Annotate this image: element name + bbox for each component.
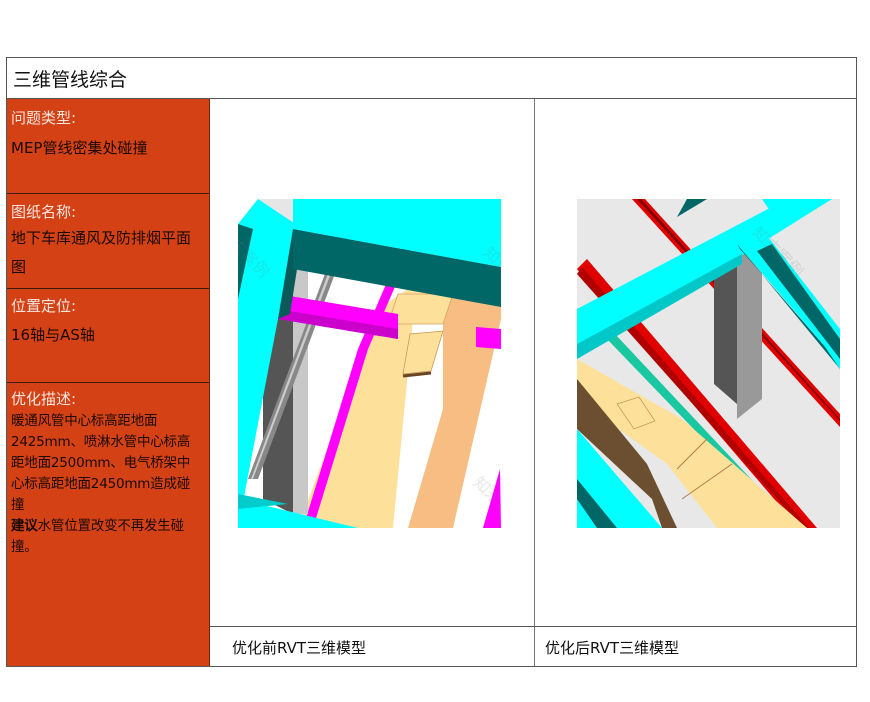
info-panel: 问题类型: MEP管线密集处碰撞 图纸名称: 地下车库通风及防排烟平面图 位置定… <box>7 99 210 666</box>
desc-line: 心标高距地面2450mm造成碰 <box>11 476 191 492</box>
before-model-render <box>238 199 501 528</box>
suggestion-keyword: 建议 <box>11 518 38 534</box>
after-model-render <box>577 199 840 528</box>
table-title: 三维管线综合 <box>13 69 128 91</box>
drawing-name-line1: 地下车库通风及防排烟平面 <box>11 229 192 247</box>
problem-type-value: MEP管线密集处碰撞 <box>11 139 148 157</box>
before-caption: 优化前RVT三维模型 <box>232 639 367 657</box>
location-label: 位置定位: <box>11 297 77 315</box>
caption-row: 优化前RVT三维模型 优化后RVT三维模型 <box>210 626 856 666</box>
after-caption: 优化后RVT三维模型 <box>545 639 680 657</box>
optimization-section: 优化描述: 暖通风管中心标高距地面 2425mm、喷淋水管中心标高 距地面250… <box>7 383 209 666</box>
before-image-cell: 知末案例 知末案例 知末案例 <box>210 99 534 666</box>
after-model-image: 知末案例 知末案例 <box>577 199 840 528</box>
drawing-name-line2: 图 <box>11 258 27 276</box>
optimization-label: 优化描述: <box>11 390 77 408</box>
before-model-image: 知末案例 知末案例 知末案例 <box>238 199 501 528</box>
suggestion-text: 撞。 <box>11 539 38 555</box>
optimization-description: 暖通风管中心标高距地面 2425mm、喷淋水管中心标高 距地面2500mm、电气… <box>11 411 209 558</box>
drawing-name-value: 地下车库通风及防排烟平面图 <box>11 224 209 282</box>
problem-type-section: 问题类型: MEP管线密集处碰撞 <box>7 99 209 194</box>
problem-type-label: 问题类型: <box>11 109 77 127</box>
location-value: 16轴与AS轴 <box>11 326 95 344</box>
suggestion-text: 水管位置改变不再发生碰 <box>37 518 185 534</box>
desc-line: 暖通风管中心标高距地面 <box>11 413 158 429</box>
after-image-cell: 知末案例 知末案例 <box>534 99 856 666</box>
issue-table: 三维管线综合 问题类型: MEP管线密集处碰撞 图纸名称: 地下车库通风及防排烟… <box>6 57 857 667</box>
drawing-name-section: 图纸名称: 地下车库通风及防排烟平面图 <box>7 194 209 289</box>
desc-line: 撞 <box>11 497 25 513</box>
desc-line: 2425mm、喷淋水管中心标高 <box>11 434 191 450</box>
location-section: 位置定位: 16轴与AS轴 <box>7 289 209 383</box>
drawing-name-label: 图纸名称: <box>11 203 77 221</box>
title-row: 三维管线综合 <box>7 58 856 99</box>
desc-line: 距地面2500mm、电气桥架中 <box>11 455 191 471</box>
